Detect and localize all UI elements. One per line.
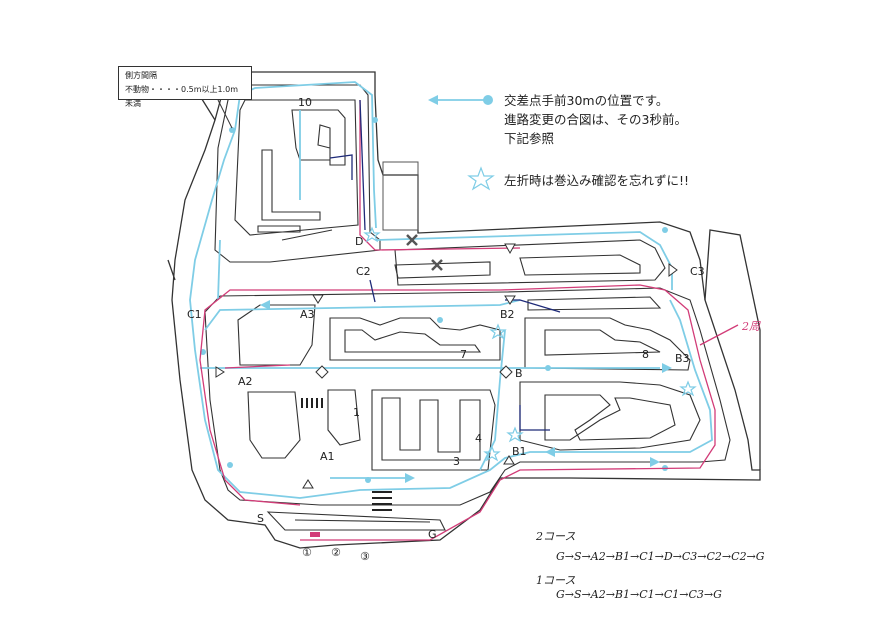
- left-turn-check-stars: [363, 166, 697, 462]
- label-block-4: 4: [475, 432, 482, 445]
- label-a1: A1: [320, 450, 335, 463]
- legend-star-text: 左折時は巻込み確認を忘れずに!!: [504, 173, 690, 188]
- building-block: [382, 161, 419, 231]
- label-block-7: 7: [460, 348, 467, 361]
- label-s: S: [257, 512, 264, 525]
- start-marker: [310, 532, 320, 537]
- side-clearance-sign: 側方間隔 不動物・・・・0.5m以上1.0m未満: [118, 66, 252, 108]
- label-c3: C3: [690, 265, 705, 278]
- course2-title: 2コース: [536, 530, 576, 543]
- sign-title: 側方間隔: [125, 71, 157, 80]
- label-c1: C1: [187, 308, 202, 321]
- triangle-signs: [215, 243, 678, 489]
- legend-arrow-text-2: 進路変更の合図は、その3秒前。: [504, 112, 687, 127]
- label-b3: B3: [675, 352, 690, 365]
- two-laps-note: 2周: [742, 320, 760, 333]
- course1-route: G→S→A2→B1→C1→C1→C3→G: [556, 588, 722, 601]
- label-b1: B1: [512, 445, 527, 458]
- label-b: B: [515, 367, 523, 380]
- blue-direction-arrows: [260, 95, 672, 483]
- label-block-8: 8: [642, 348, 649, 361]
- label-b2: B2: [500, 308, 515, 321]
- x-marks: [406, 234, 443, 271]
- sign-pointer: [217, 99, 233, 129]
- label-block-10: 10: [298, 96, 312, 109]
- label-stop-1: ①: [302, 546, 312, 559]
- label-a3: A3: [300, 308, 315, 321]
- label-stop-2: ②: [331, 546, 341, 559]
- diamond-signs: [315, 365, 513, 379]
- legend-arrow-text-3: 下記参照: [504, 131, 555, 146]
- label-d: D: [355, 235, 363, 248]
- sign-text: 不動物・・・・0.5m以上1.0m未満: [125, 85, 239, 108]
- legend-arrow-text-1: 交差点手前30mの位置です。: [504, 93, 669, 108]
- course1-title: 1コース: [536, 574, 576, 587]
- label-a2: A2: [238, 375, 253, 388]
- label-c2: C2: [356, 265, 371, 278]
- label-g: G: [428, 528, 437, 541]
- label-block-3: 3: [453, 455, 460, 468]
- pink-course-route: [199, 100, 739, 541]
- label-block-1: 1: [353, 406, 360, 419]
- blue-circle-markers: [200, 95, 668, 483]
- crosswalk-stripes: [301, 398, 392, 511]
- course2-route: G→S→A2→B1→C1→D→C3→C2→C2→G: [556, 550, 765, 563]
- label-stop-3: ③: [360, 550, 370, 563]
